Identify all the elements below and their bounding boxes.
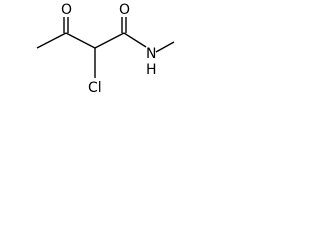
bond-alpha-carbon-to-amide-carbon [94,32,125,49]
atom-chlorine: Cl [88,80,102,96]
atom-ketone-oxygen: O [61,2,72,18]
atom-amide-oxygen: O [119,2,130,18]
bond-ketone-carbon-to-alpha-carbon [65,32,96,49]
chemical-structure: O O Cl N H [36,2,175,96]
bond-nitrogen-to-methyl [155,41,175,53]
bond-methyl-to-ketone-carbon [36,32,67,49]
atom-amide-hydrogen: H [146,62,157,78]
bond-amide-carbon-to-nitrogen [123,32,147,48]
atom-amide-nitrogen: N [146,46,156,62]
